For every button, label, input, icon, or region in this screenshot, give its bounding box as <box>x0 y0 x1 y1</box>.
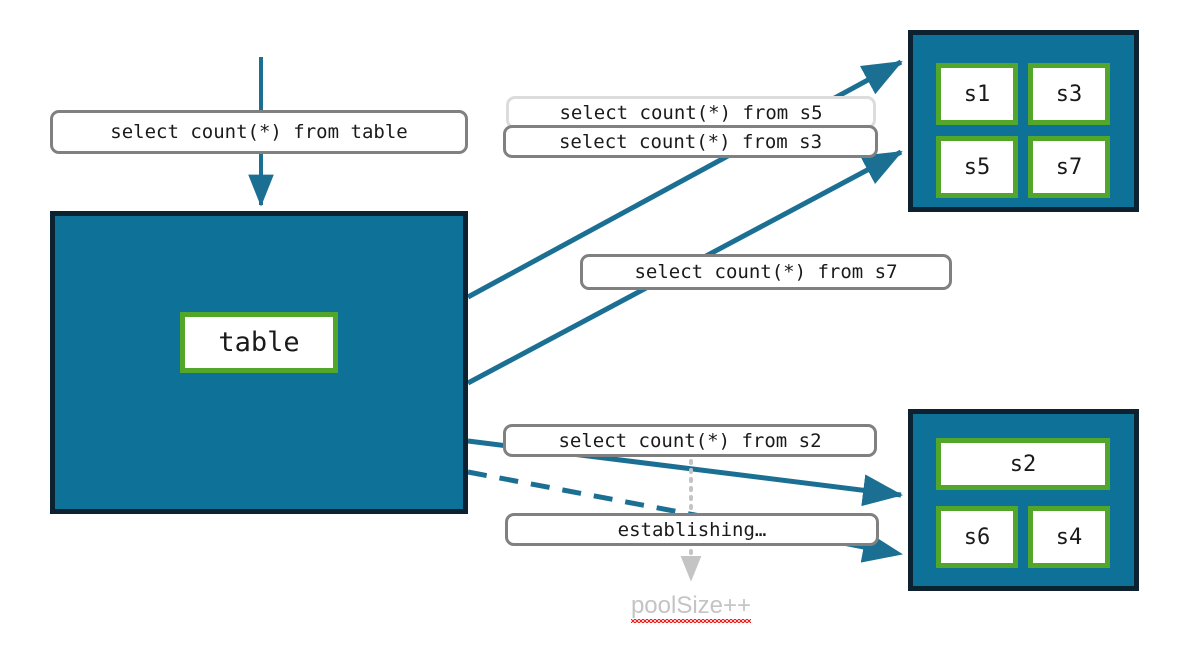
label-query-s3[interactable]: select count(*) from s3 <box>503 125 878 158</box>
session-node-s3[interactable]: s3 <box>1028 63 1110 125</box>
session-node-s4[interactable]: s4 <box>1028 506 1110 568</box>
session-node-s7[interactable]: s7 <box>1028 136 1110 198</box>
label-query-s7[interactable]: select count(*) from s7 <box>580 254 952 290</box>
node-table[interactable]: table <box>180 312 338 373</box>
annotation-poolsize: poolSize++ <box>596 592 786 623</box>
label-establishing[interactable]: establishing… <box>505 513 879 546</box>
label-query-s2[interactable]: select count(*) from s2 <box>503 424 877 457</box>
session-node-s6[interactable]: s6 <box>936 506 1018 568</box>
annotation-poolsize-text: poolSize++ <box>630 592 752 623</box>
label-incoming-query[interactable]: select count(*) from table <box>50 110 468 154</box>
session-node-s1[interactable]: s1 <box>936 63 1018 125</box>
session-node-s2[interactable]: s2 <box>936 438 1110 490</box>
session-node-s5[interactable]: s5 <box>936 136 1018 198</box>
